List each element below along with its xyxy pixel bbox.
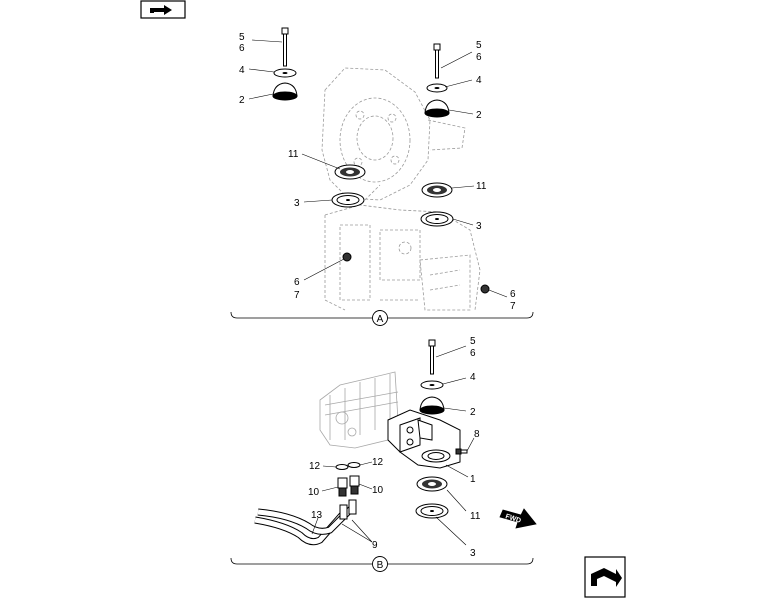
callout: 11 xyxy=(288,149,299,160)
view-a-leader-lines xyxy=(248,39,508,298)
callout: 1 xyxy=(470,474,476,485)
callout: 6 xyxy=(239,43,245,54)
callout: 6 xyxy=(476,52,482,63)
view-a-left-mount-stack xyxy=(272,27,366,262)
fwd-arrow-icon: FWD xyxy=(499,508,537,529)
callout: 3 xyxy=(294,198,300,209)
view-b-callouts: 5 6 4 2 8 1 11 3 12 12 10 10 13 9 xyxy=(308,336,481,559)
callout: 2 xyxy=(470,407,476,418)
callout: 10 xyxy=(372,485,384,496)
callout: 9 xyxy=(372,540,378,551)
callout: 6 xyxy=(470,348,476,359)
callout: 4 xyxy=(476,75,482,86)
view-b-mount-stack xyxy=(415,339,468,519)
view-b-hoses-fittings xyxy=(254,462,361,546)
view-a-label: A xyxy=(377,314,384,325)
view-a-ghost-housing xyxy=(321,67,481,311)
callout: 11 xyxy=(476,181,487,192)
fwd-label: FWD xyxy=(504,513,521,525)
callout: 7 xyxy=(510,301,516,312)
callout: 7 xyxy=(294,290,300,301)
callout: 4 xyxy=(470,372,476,383)
view-a-right-mount-stack xyxy=(420,43,490,294)
callout: 5 xyxy=(476,40,482,51)
callout: 13 xyxy=(311,510,323,521)
callout: 5 xyxy=(239,32,245,43)
callout: 3 xyxy=(476,221,482,232)
view-b-ghost-engine xyxy=(319,371,399,449)
callout: 12 xyxy=(309,461,321,472)
view-b-mount-bracket xyxy=(387,409,461,469)
view-a-callouts: 5 6 4 2 11 3 6 7 5 6 4 2 11 3 6 7 xyxy=(239,32,516,312)
callout: 2 xyxy=(476,110,482,121)
callout: 8 xyxy=(474,429,480,440)
view-b-label: B xyxy=(377,560,384,571)
view-a-bracket: A xyxy=(230,310,534,326)
reference-arrow-icon[interactable] xyxy=(140,0,190,22)
callout: 2 xyxy=(239,95,245,106)
callout: 6 xyxy=(294,277,300,288)
callout: 11 xyxy=(470,511,481,522)
callout: 10 xyxy=(308,487,320,498)
view-b-leader-lines xyxy=(311,345,475,546)
callout: 3 xyxy=(470,548,476,559)
callout: 5 xyxy=(470,336,476,347)
next-page-arrow-icon[interactable] xyxy=(584,556,628,600)
callout: 4 xyxy=(239,65,245,76)
callout: 12 xyxy=(372,457,384,468)
callout: 6 xyxy=(510,289,516,300)
view-b-bracket: B xyxy=(230,556,534,572)
